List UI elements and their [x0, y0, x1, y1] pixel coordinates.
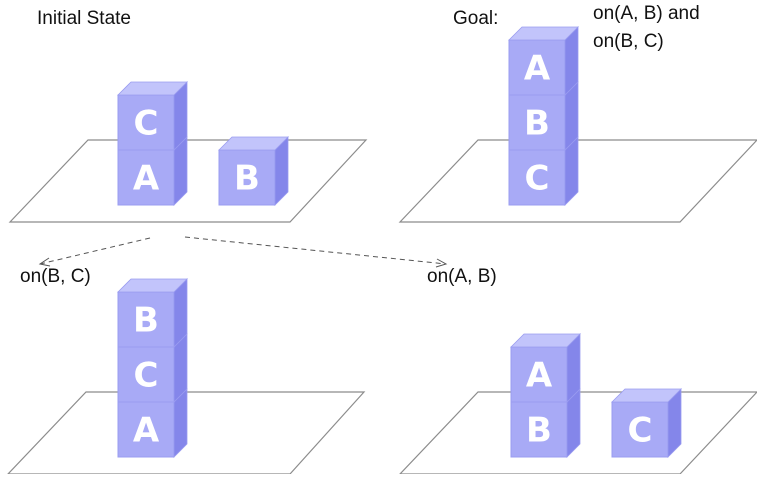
block-c-left-result: C [117, 333, 188, 403]
block-label: B [133, 301, 159, 341]
block-label: A [133, 159, 160, 199]
arrowhead-right [435, 258, 448, 268]
block-a-right-result: A [510, 333, 581, 403]
block-label: A [133, 411, 160, 451]
right-branch-label: on(A, B) [427, 266, 497, 287]
goal-condition-2: on(B, C) [593, 31, 664, 52]
block-c-goal: C [508, 136, 579, 206]
block-label: B [526, 411, 552, 451]
arrow-right-branch [184, 236, 447, 265]
block-b-right-result: B [510, 388, 581, 458]
block-b-left-result: B [117, 278, 188, 348]
goal-label: Goal: [453, 8, 499, 29]
goal-condition-1: on(A, B) and [593, 3, 700, 24]
block-label: C [628, 411, 653, 451]
block-label: B [234, 159, 260, 199]
table-initial [8, 139, 368, 223]
block-a-left-result: A [117, 388, 188, 458]
table-goal [398, 139, 757, 223]
block-label: A [526, 356, 553, 396]
block-label: A [524, 49, 551, 89]
block-b-initial: B [218, 136, 289, 206]
arrow-left-branch [39, 237, 151, 265]
block-label: C [525, 159, 550, 199]
block-label: C [134, 104, 159, 144]
block-b-goal: B [508, 81, 579, 151]
arrowhead-left [38, 257, 51, 267]
block-a-goal: A [508, 26, 579, 96]
block-c-right-result: C [611, 388, 682, 458]
left-branch-label: on(B, C) [20, 266, 91, 287]
block-label: C [134, 356, 159, 396]
block-c-initial: C [117, 81, 188, 151]
initial-state-label: Initial State [37, 8, 131, 29]
block-label: B [524, 104, 550, 144]
